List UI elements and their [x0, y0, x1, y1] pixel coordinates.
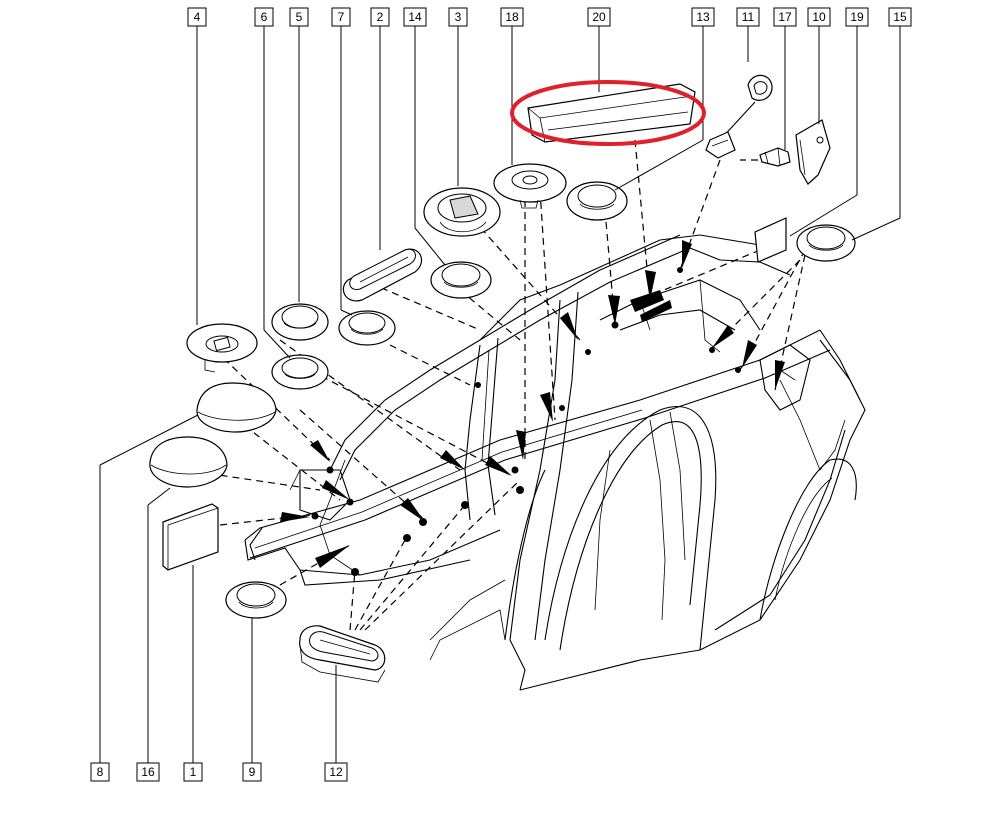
part-4-oval-plug — [186, 323, 258, 373]
svg-text:15: 15 — [893, 10, 907, 24]
svg-text:17: 17 — [778, 10, 792, 24]
callout-5: 5 — [289, 7, 309, 27]
svg-text:14: 14 — [408, 10, 422, 24]
svg-text:3: 3 — [455, 10, 462, 24]
callout-14: 14 — [403, 7, 427, 27]
callout-20: 20 — [587, 7, 611, 27]
svg-text:6: 6 — [261, 10, 268, 24]
callout-leaders — [99, 26, 901, 763]
callout-16: 16 — [136, 762, 160, 782]
svg-text:19: 19 — [850, 10, 864, 24]
svg-text:18: 18 — [505, 10, 519, 24]
svg-text:5: 5 — [296, 10, 303, 24]
callout-2: 2 — [370, 7, 390, 27]
part-18-oval-plug — [493, 163, 567, 209]
svg-text:11: 11 — [742, 10, 755, 24]
svg-text:2: 2 — [377, 10, 384, 24]
svg-text:16: 16 — [141, 765, 155, 779]
svg-text:9: 9 — [249, 765, 256, 779]
part-20-foam-strip — [527, 83, 696, 143]
svg-text:12: 12 — [329, 765, 343, 779]
part-2-oblong-plug — [342, 248, 423, 302]
part-13-grommet — [566, 181, 628, 221]
part-10-bracket — [795, 119, 831, 185]
svg-text:7: 7 — [338, 10, 345, 24]
part-8-dome-cap — [196, 382, 277, 433]
callout-8: 8 — [90, 762, 110, 782]
part-5-grommet — [271, 303, 329, 341]
part-6-grommet — [271, 354, 329, 390]
callout-13: 13 — [691, 7, 715, 27]
part-14-grommet — [430, 261, 492, 299]
callout-1: 1 — [183, 762, 203, 782]
svg-text:20: 20 — [592, 10, 606, 24]
part-7-grommet — [338, 310, 396, 346]
mounting-holes — [311, 267, 741, 576]
part-15-grommet — [796, 224, 856, 262]
part-11-release-cable — [705, 74, 773, 159]
part-12-oblong-plug — [299, 625, 386, 683]
svg-text:8: 8 — [97, 765, 104, 779]
callout-15: 15 — [888, 7, 912, 27]
callout-6: 6 — [254, 7, 274, 27]
callout-19: 19 — [845, 7, 869, 27]
callouts-bottom: 8 16 1 9 12 — [90, 762, 348, 782]
part-19-square-patch — [754, 217, 787, 263]
callout-17: 17 — [773, 7, 797, 27]
svg-text:10: 10 — [812, 10, 826, 24]
svg-text:1: 1 — [190, 765, 197, 779]
svg-text:13: 13 — [696, 10, 710, 24]
callout-7: 7 — [331, 7, 351, 27]
arrowheads — [280, 240, 785, 568]
part-17-clip — [759, 147, 791, 167]
callout-3: 3 — [448, 7, 468, 27]
callout-4: 4 — [187, 7, 207, 27]
callout-10: 10 — [807, 7, 831, 27]
callout-18: 18 — [500, 7, 524, 27]
part-9-grommet — [225, 581, 287, 619]
svg-text:4: 4 — [194, 10, 201, 24]
callout-9: 9 — [242, 762, 262, 782]
callouts-top: 4 6 5 7 2 14 3 18 — [187, 7, 912, 27]
part-1-square-pad — [162, 503, 219, 571]
callout-12: 12 — [324, 762, 348, 782]
part-3-funnel-plug — [423, 187, 501, 237]
callout-11: 11 — [736, 7, 760, 27]
part-16-dome-cap — [149, 436, 228, 488]
part-20-highlight-ring — [510, 80, 706, 146]
vehicle-body-frame — [244, 234, 866, 691]
